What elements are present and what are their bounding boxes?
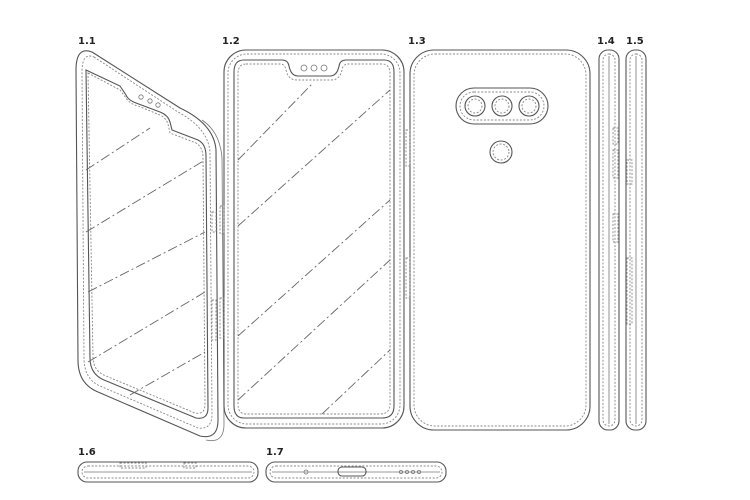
- rear-camera-module: [455, 87, 549, 125]
- front-camera-icon: [138, 94, 144, 100]
- figure-label-1-5: 1.5: [626, 36, 644, 47]
- usb-port-icon: [337, 466, 367, 477]
- phone-front-view: [219, 49, 405, 429]
- figure-label-1-7: 1.7: [266, 447, 284, 458]
- figure-label-1-4: 1.4: [597, 36, 615, 47]
- rear-camera-icon: [464, 95, 486, 117]
- phone-top-view: [77, 461, 259, 483]
- phone-right-side-view: [625, 49, 647, 431]
- phone-bottom-view: [265, 461, 447, 483]
- figure-label-1-2: 1.2: [222, 36, 240, 47]
- figure-label-1-3: 1.3: [408, 36, 426, 47]
- fingerprint-sensor-icon: [489, 140, 513, 164]
- phone-perspective-view: [75, 50, 225, 442]
- phone-back-view: [405, 49, 591, 431]
- figure-label-1-1: 1.1: [78, 36, 96, 47]
- phone-left-side-view: [598, 49, 620, 431]
- figure-label-1-6: 1.6: [78, 447, 96, 458]
